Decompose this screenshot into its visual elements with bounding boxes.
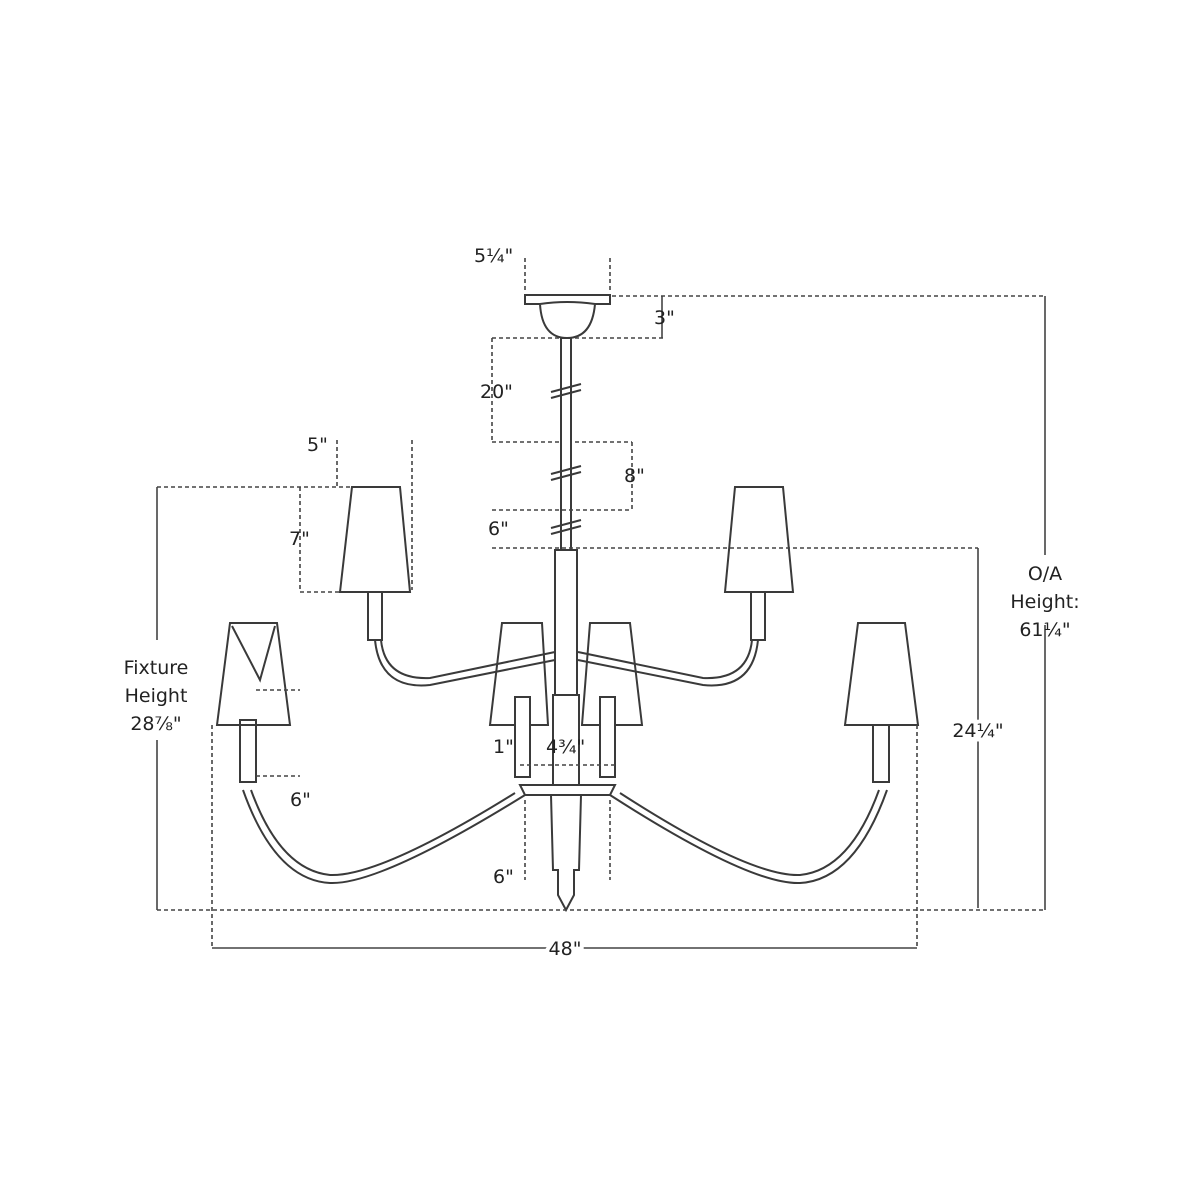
lower-left-shade [215, 622, 292, 726]
inner-left-candle [514, 696, 531, 778]
shade-height-label: 7" [289, 528, 310, 550]
canopy-dome [538, 301, 597, 340]
stem-1-label: 20" [480, 381, 513, 403]
finial-width-label: 6" [493, 866, 514, 888]
canopy-height-label: 3" [654, 307, 675, 329]
stem-3-label: 6" [488, 518, 509, 540]
fixture-height-label-1: Fixture [124, 657, 189, 679]
inner-offset-label: 1" [493, 736, 514, 758]
chandelier-drawing [215, 294, 920, 913]
fixture-height-label-2: Height [125, 685, 188, 707]
upper-left-candle [367, 589, 383, 641]
finial [549, 794, 583, 913]
upper-left-arm [374, 639, 556, 687]
lower-left-candle [239, 719, 257, 783]
lower-right-arm [609, 789, 888, 885]
overall-width-label: 48" [549, 938, 582, 960]
upper-right-candle [750, 589, 766, 641]
oa-height-label-1: O/A [1028, 563, 1062, 585]
hub-column [552, 694, 580, 786]
inner-left-shade [488, 622, 550, 726]
center-column [554, 549, 578, 696]
upper-right-shade [723, 486, 795, 593]
canopy-width-label: 5¼" [474, 245, 513, 267]
inner-right-shade [580, 622, 644, 726]
shade-width-label: 5" [307, 434, 328, 456]
oa-height-value: 61¼" [1019, 619, 1070, 641]
stem [560, 337, 572, 551]
upper-right-arm [577, 639, 759, 687]
lower-left-arm [242, 789, 526, 885]
inner-right-candle [599, 696, 616, 778]
oa-height-label-2: Height: [1010, 591, 1079, 613]
hub [518, 784, 617, 796]
dimension-lines [156, 255, 1046, 949]
lower-right-candle [872, 719, 890, 783]
inner-spacing-label: 4¾" [546, 736, 585, 758]
lower-right-shade [843, 622, 920, 726]
dimension-labels: 5¼" 3" 20" 8" 6" 5" 7" O/A Height: 61¼" … [124, 245, 1080, 964]
body-height-label: 24¼" [952, 720, 1003, 742]
fixture-height-value: 28⅞" [130, 713, 181, 735]
stem-2-label: 8" [624, 465, 645, 487]
upper-left-shade [338, 486, 412, 593]
stem-break-marks [550, 383, 582, 535]
candle-height-label: 6" [290, 789, 311, 811]
